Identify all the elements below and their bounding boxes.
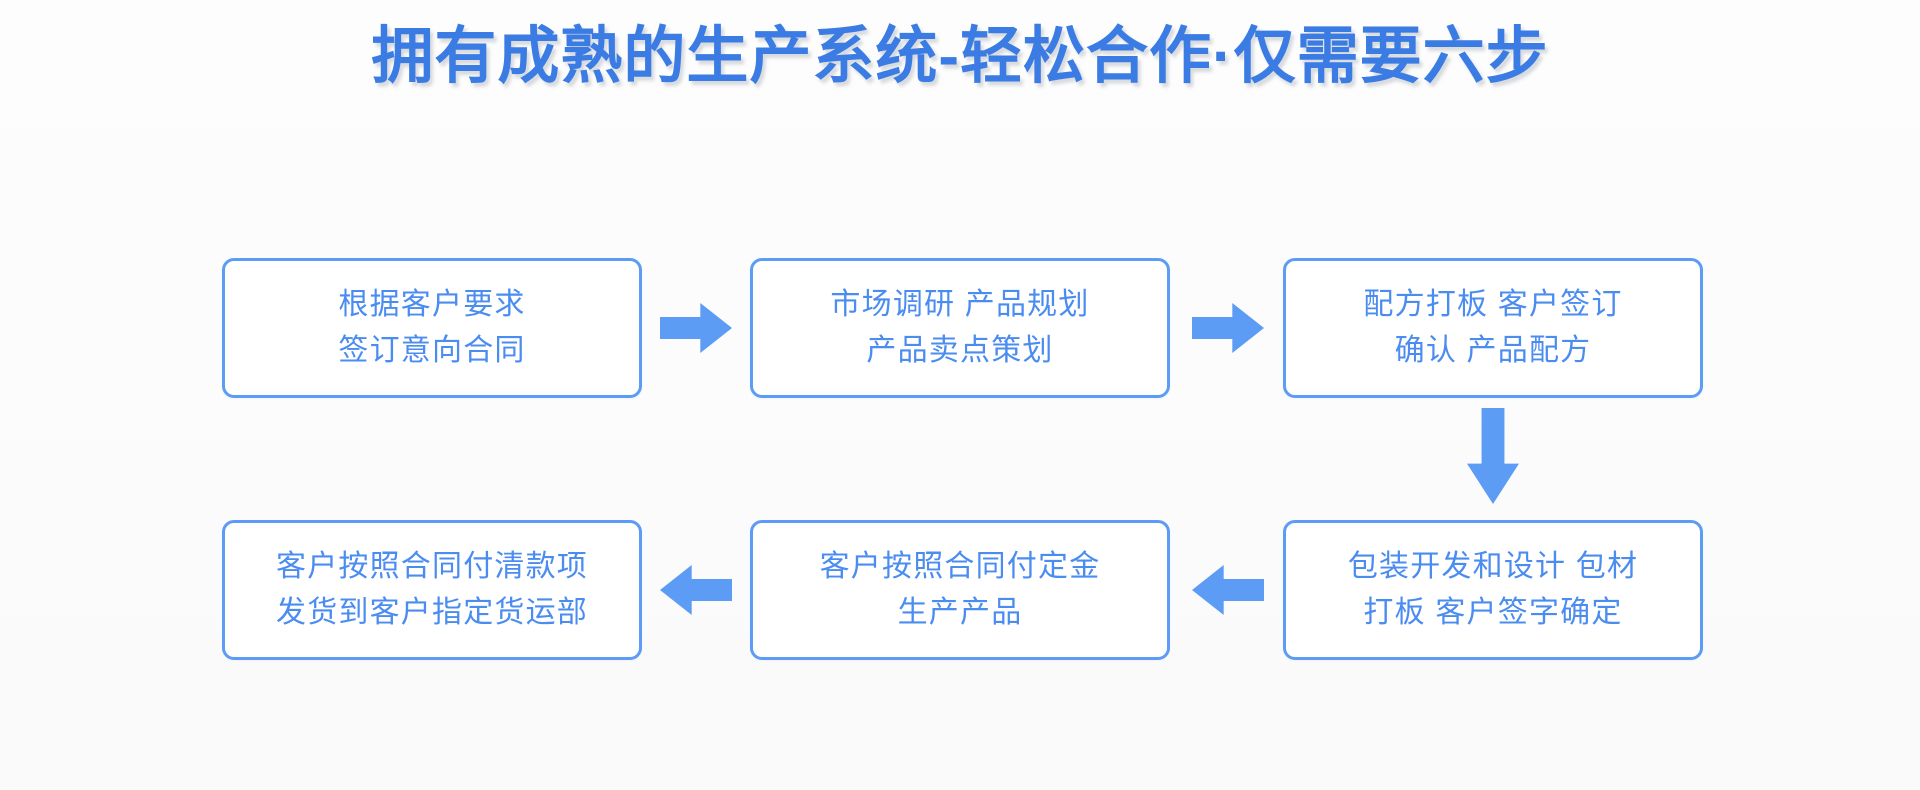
flow-node-step-5-line-2: 生产产品 xyxy=(897,596,1023,629)
arrow-left-icon xyxy=(660,565,732,615)
page-title-container: 拥有成熟的生产系统-轻松合作·仅需要六步 xyxy=(0,18,1920,96)
flow-node-step-4-line-1: 包装开发和设计 包材 xyxy=(1347,550,1639,584)
flow-node-step-1-line-1: 根据客户要求 xyxy=(338,288,526,322)
flow-node-step-1-line-2: 签订意向合同 xyxy=(338,334,526,367)
flow-node-step-1[interactable]: 根据客户要求 签订意向合同 xyxy=(222,258,642,398)
arrow-down-icon xyxy=(1467,408,1519,504)
flow-node-step-6[interactable]: 客户按照合同付清款项 发货到客户指定货运部 xyxy=(222,520,642,660)
flow-node-step-6-line-2: 发货到客户指定货运部 xyxy=(276,596,588,629)
flow-node-step-6-line-1: 客户按照合同付清款项 xyxy=(276,550,588,584)
flow-node-step-2[interactable]: 市场调研 产品规划 产品卖点策划 xyxy=(750,258,1170,398)
flow-node-step-2-line-2: 产品卖点策划 xyxy=(866,334,1054,367)
flow-node-step-4-line-2: 打板 客户签字确定 xyxy=(1363,596,1623,629)
flow-node-step-2-line-1: 市场调研 产品规划 xyxy=(830,288,1090,322)
flow-node-step-3[interactable]: 配方打板 客户签订 确认 产品配方 xyxy=(1283,258,1703,398)
flow-node-step-3-line-2: 确认 产品配方 xyxy=(1394,334,1592,367)
flow-node-step-4[interactable]: 包装开发和设计 包材 打板 客户签字确定 xyxy=(1283,520,1703,660)
page-title: 拥有成熟的生产系统-轻松合作·仅需要六步 xyxy=(371,22,1549,91)
arrow-right-icon xyxy=(1192,303,1264,353)
arrow-right-icon xyxy=(660,303,732,353)
flow-node-step-5-line-1: 客户按照合同付定金 xyxy=(819,550,1101,584)
flow-node-step-5[interactable]: 客户按照合同付定金 生产产品 xyxy=(750,520,1170,660)
flow-node-step-3-line-1: 配方打板 客户签订 xyxy=(1363,288,1623,322)
arrow-left-icon xyxy=(1192,565,1264,615)
